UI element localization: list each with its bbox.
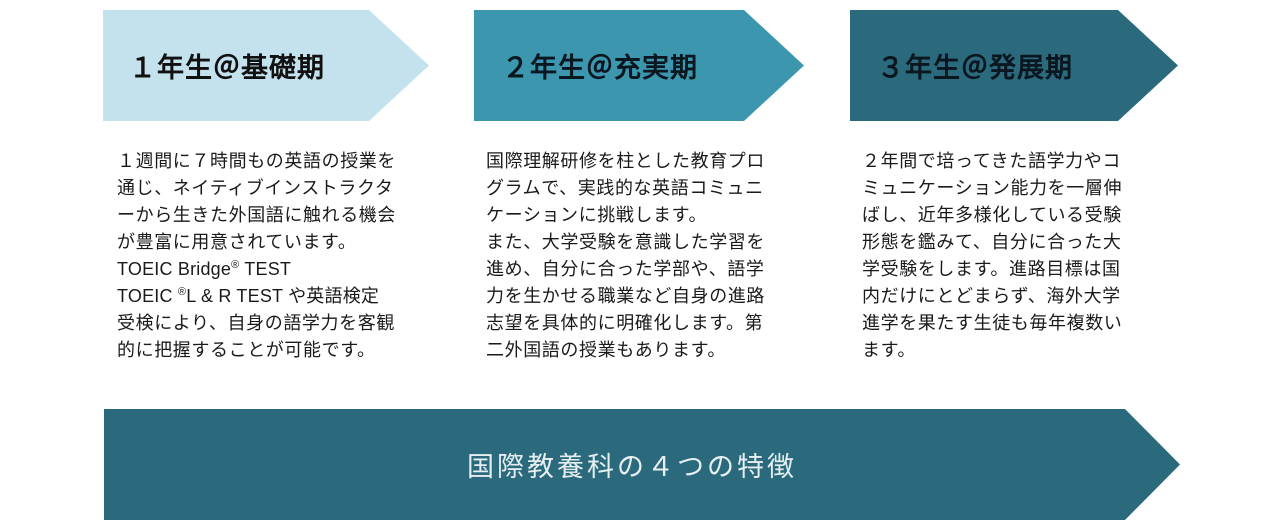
description-line: 志望を具体的に明確化します。第 [486,313,764,334]
features-banner-arrow: 国際教養科の４つの特徴 [104,409,1180,520]
description-line: 内だけにとどまらず、海外大学 [862,286,1121,307]
description-line: １週間に７時間もの英語の授業を [117,151,396,172]
description-line: また、大学受験を意識した学習を [486,232,765,253]
description-line: ばし、近年多様化している受験 [862,205,1122,226]
stage-title-3: ３年生＠発展期 [877,53,1073,84]
description-line: 的に把握することが可能です。 [117,340,376,361]
banner-title: 国際教養科の４つの特徴 [467,452,797,483]
description-line: ２年間で培ってきた語学力やコ [862,151,1121,172]
stage-title-1: １年生＠基礎期 [129,53,325,84]
toeic-text: TOEIC [117,286,178,306]
description-line: 進め、自分に合った学部や、語学 [486,259,765,280]
description-line: 通じ、ネイティブインストラクタ [117,178,394,199]
description-line: 進学を果たす生徒も毎年複数い [862,313,1123,334]
description-line: ーから生きた外国語に触れる機会 [117,205,396,226]
description-line: が豊富に用意されています。 [117,232,357,253]
toeic-lr-line: TOEIC ®L & R TEST や英語検定 [117,283,429,310]
description-line: 受検により、自身の語学力を客観 [117,313,395,334]
stage-description-2: 国際理解研修を柱とした教育プロ グラムで、実践的な英語コミュニ ケーションに挑戦… [486,148,798,364]
description-line: 形態を鑑みて、自分に合った大 [862,232,1122,253]
description-line: ます。 [862,340,916,361]
toeic-lr-text: L & R TEST や英語検定 [186,286,380,306]
description-line: 国際理解研修を柱とした教育プロ [486,151,765,172]
stage-arrow-1: １年生＠基礎期 [103,10,429,121]
description-line: 二外国語の授業もあります。 [486,340,726,361]
registered-mark: ® [231,259,240,271]
description-line: 力を生かせる職業など自身の進路 [486,286,765,307]
toeic-bridge-line: TOEIC Bridge® TEST [117,256,429,283]
registered-mark: ® [177,286,187,298]
description-line: ケーションに挑戦します。 [486,205,708,226]
description-line: グラムで、実践的な英語コミュニ [486,178,764,199]
description-line: ミュニケーション能力を一層伸 [862,178,1123,199]
toeic-bridge-test-text: TEST [239,259,292,279]
stage-description-3: ２年間で培ってきた語学力やコ ミュニケーション能力を一層伸 ばし、近年多様化して… [862,148,1174,364]
stage-description-1: １週間に７時間もの英語の授業を 通じ、ネイティブインストラクタ ーから生きた外国… [117,148,429,364]
description-line: 学受験をします。進路目標は国 [862,259,1121,280]
stage-arrow-2: ２年生＠充実期 [474,10,804,121]
toeic-bridge-text: TOEIC Bridge [117,259,232,279]
stage-title-2: ２年生＠充実期 [502,53,698,84]
stage-arrow-3: ３年生＠発展期 [850,10,1178,121]
